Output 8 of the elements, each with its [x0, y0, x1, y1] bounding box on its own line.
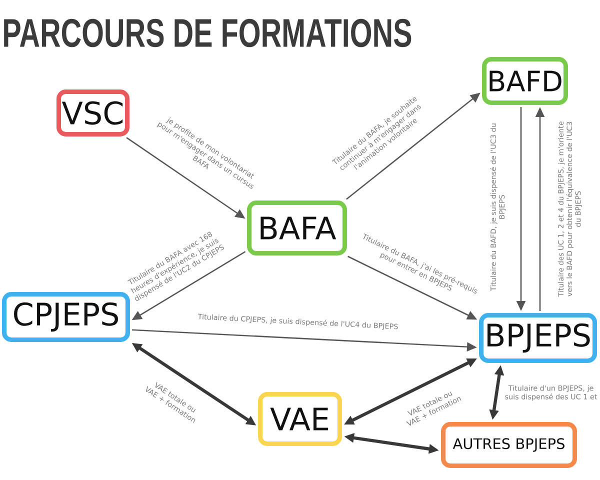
course-box: VSC: [56, 90, 130, 136]
course-box: BPJEPS: [479, 313, 597, 363]
title: PARCOURS DE FORMATIONS: [4, 18, 412, 48]
course-box: CPJEPS: [2, 292, 130, 342]
course-box: BAFA: [247, 200, 347, 256]
course-box: AUTRES BPJEPS: [441, 422, 577, 468]
course-box: BAFD: [482, 57, 568, 105]
course-box: VAE: [258, 392, 342, 446]
